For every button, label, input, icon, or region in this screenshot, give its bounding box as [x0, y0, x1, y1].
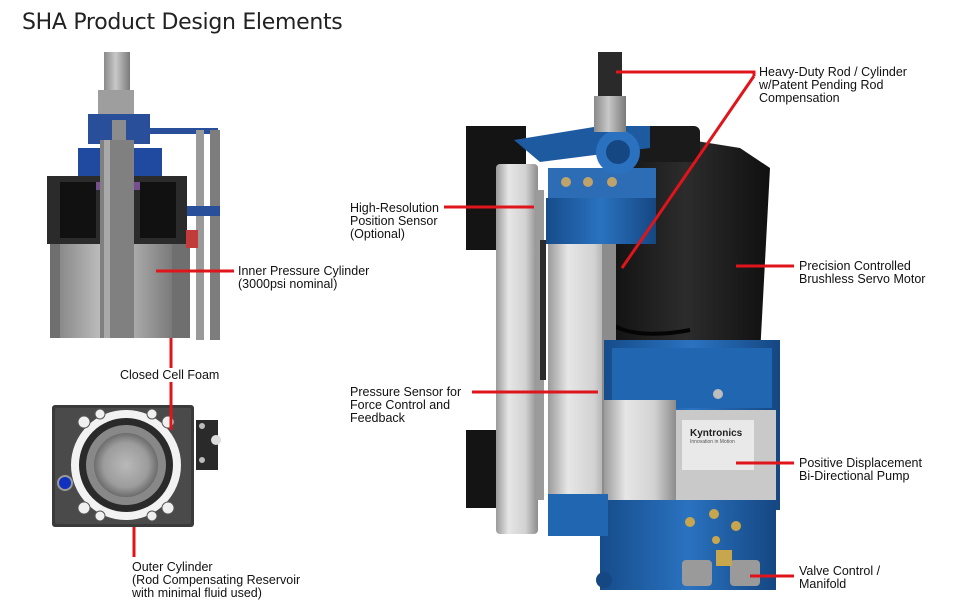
label-inner-cylinder: Inner Pressure Cylinder (3000psi nominal… [238, 265, 369, 291]
label-outer-cylinder: Outer Cylinder (Rod Compensating Reservo… [132, 561, 300, 600]
label-rod-line1: Heavy-Duty Rod / Cylinder [759, 65, 907, 79]
label-rod-line2: w/Patent Pending Rod [759, 78, 884, 92]
label-valve-line1: Valve Control / [799, 564, 881, 578]
label-closed-cell-foam: Closed Cell Foam [120, 369, 219, 382]
label-pump: Positive Displacement Bi-Directional Pum… [799, 457, 922, 483]
label-position-sensor-line3: (Optional) [350, 227, 405, 241]
label-servo-motor-line1: Precision Controlled [799, 259, 911, 273]
label-pump-line2: Bi-Directional Pump [799, 469, 910, 483]
label-servo-motor-line2: Brushless Servo Motor [799, 272, 926, 286]
label-pressure-sensor-line3: Feedback [350, 411, 405, 425]
label-pressure-sensor-line1: Pressure Sensor for [350, 385, 462, 399]
label-position-sensor: High-Resolution Position Sensor (Optiona… [350, 202, 439, 241]
label-outer-cylinder-line3: with minimal fluid used) [132, 586, 262, 600]
label-closed-cell-foam-line1: Closed Cell Foam [120, 368, 220, 382]
label-position-sensor-line1: High-Resolution [350, 201, 439, 215]
label-inner-cylinder-line2: (3000psi nominal) [238, 277, 338, 291]
leader-lines [132, 70, 794, 578]
cross-section-view [47, 52, 220, 340]
brand-plate: Kyntronics Innovation in Motion [690, 428, 750, 445]
actuator-assembly [466, 52, 780, 590]
label-position-sensor-line2: Position Sensor [350, 214, 438, 228]
leader-rod-diagonal [620, 75, 756, 269]
end-view [52, 405, 221, 527]
label-pressure-sensor-line2: Force Control and [350, 398, 451, 412]
label-outer-cylinder-line1: Outer Cylinder [132, 560, 213, 574]
label-servo-motor: Precision Controlled Brushless Servo Mot… [799, 260, 925, 286]
label-valve-line2: Manifold [799, 577, 847, 591]
label-pressure-sensor: Pressure Sensor for Force Control and Fe… [350, 386, 461, 425]
leader-rod [616, 70, 756, 76]
label-inner-cylinder-line1: Inner Pressure Cylinder [238, 264, 370, 278]
label-valve: Valve Control / Manifold [799, 565, 880, 591]
label-rod-line3: Compensation [759, 91, 840, 105]
label-pump-line1: Positive Displacement [799, 456, 922, 470]
brand-plate-tagline: Innovation in Motion [690, 439, 735, 445]
label-outer-cylinder-line2: (Rod Compensating Reservoir [132, 573, 301, 587]
brand-plate-logo: Kyntronics [690, 428, 743, 439]
page-title: SHA Product Design Elements [22, 10, 343, 35]
label-rod: Heavy-Duty Rod / Cylinder w/Patent Pendi… [759, 66, 907, 105]
